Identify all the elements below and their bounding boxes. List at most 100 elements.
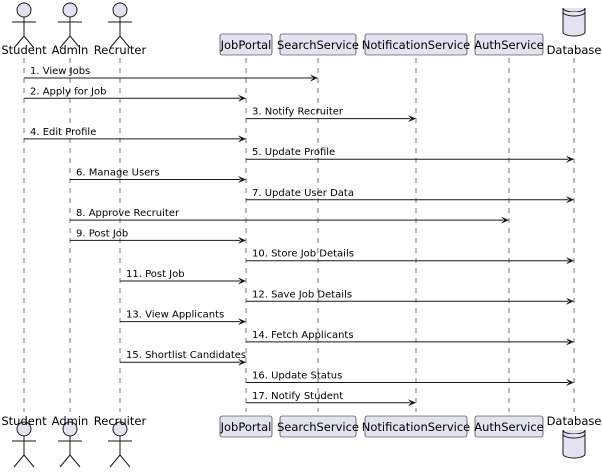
participants: StudentStudentAdminAdminRecruiterRecruit…: [1, 2, 602, 468]
message-2: 2. Apply for Job: [24, 86, 246, 102]
actor-student-top: Student: [1, 2, 47, 57]
database-cylinder-icon: [562, 7, 586, 37]
participant-jobportal-label: JobPortal: [220, 38, 272, 52]
participant-searchservice-bottom: SearchService: [277, 415, 359, 438]
database-database-bottom: Database: [547, 414, 602, 459]
actor-figure-icon: [58, 421, 82, 468]
participant-box: [219, 33, 273, 56]
actor-admin-label: Admin: [52, 43, 89, 57]
database-database-label: Database: [547, 43, 602, 57]
participant-jobportal-label: JobPortal: [220, 420, 272, 434]
participant-notificationservice-label: NotificationService: [362, 420, 471, 434]
actor-student-label: Student: [1, 414, 47, 428]
message-7: 7. Update User Data: [246, 188, 574, 204]
message-8: 8. Approve Recruiter: [70, 208, 509, 224]
database-database-label: Database: [547, 414, 602, 428]
participant-box: [364, 415, 468, 438]
message-label: 16. Update Status: [252, 371, 342, 382]
message-9: 9. Post Job: [70, 228, 246, 244]
actor-recruiter-bottom: Recruiter: [94, 414, 147, 468]
message-label: 15. Shortlist Candidates: [126, 350, 246, 361]
participant-authservice-top: AuthService: [474, 33, 544, 56]
arrowhead-icon: [238, 135, 246, 143]
participant-box: [279, 33, 357, 56]
message-label: 17. Notify Student: [252, 391, 343, 402]
participant-authservice-bottom: AuthService: [474, 415, 544, 438]
actor-student-bottom: Student: [1, 414, 47, 468]
message-3: 3. Notify Recruiter: [246, 107, 416, 123]
arrowhead-icon: [566, 155, 574, 163]
participant-box: [219, 415, 273, 438]
arrowhead-icon: [408, 115, 416, 123]
participant-authservice-label: AuthService: [474, 420, 543, 434]
arrowhead-icon: [566, 297, 574, 305]
participant-searchservice-label: SearchService: [277, 38, 359, 52]
message-label: 1. View Jobs: [30, 66, 90, 77]
message-12: 12. Save Job Details: [246, 289, 574, 305]
actor-figure-icon: [12, 421, 36, 468]
message-label: 5. Update Profile: [252, 147, 335, 158]
message-label: 8. Approve Recruiter: [76, 208, 180, 219]
message-4: 4. Edit Profile: [24, 127, 246, 143]
arrowhead-icon: [238, 236, 246, 244]
message-label: 12. Save Job Details: [252, 289, 352, 300]
participant-notificationservice-top: NotificationService: [362, 33, 471, 56]
participant-notificationservice-label: NotificationService: [362, 38, 471, 52]
participant-box: [474, 33, 544, 56]
arrowhead-icon: [566, 196, 574, 204]
message-label: 4. Edit Profile: [30, 127, 96, 138]
arrowhead-icon: [501, 216, 509, 224]
message-11: 11. Post Job: [120, 269, 246, 285]
participant-notificationservice-bottom: NotificationService: [362, 415, 471, 438]
arrowhead-icon: [566, 379, 574, 386]
message-5: 5. Update Profile: [246, 147, 574, 163]
arrowhead-icon: [310, 74, 318, 82]
participant-box: [364, 33, 468, 56]
participant-jobportal-bottom: JobPortal: [219, 415, 273, 438]
actor-recruiter-label: Recruiter: [94, 414, 147, 428]
message-label: 7. Update User Data: [252, 188, 354, 199]
participant-searchservice-label: SearchService: [277, 420, 359, 434]
actor-recruiter-label: Recruiter: [94, 43, 147, 57]
actor-figure-icon: [108, 421, 132, 468]
message-1: 1. View Jobs: [24, 66, 318, 82]
participant-authservice-label: AuthService: [474, 38, 543, 52]
database-cylinder-icon: [562, 429, 586, 459]
message-label: 2. Apply for Job: [30, 86, 106, 97]
arrowhead-icon: [238, 358, 246, 366]
lifelines: [23, 58, 575, 412]
actor-figure-icon: [12, 2, 36, 49]
message-label: 3. Notify Recruiter: [252, 107, 344, 118]
message-label: 13. View Applicants: [126, 310, 224, 321]
participant-box: [279, 415, 357, 438]
message-16: 16. Update Status: [246, 371, 574, 386]
message-10: 10. Store Job Details: [246, 249, 574, 265]
arrowhead-icon: [566, 257, 574, 265]
actor-admin-label: Admin: [52, 414, 89, 428]
arrowhead-icon: [238, 277, 246, 285]
messages: 1. View Jobs 2. Apply for Job 3. Notify Re…: [24, 66, 574, 407]
message-label: 9. Post Job: [76, 228, 128, 239]
participant-searchservice-top: SearchService: [277, 33, 359, 56]
message-label: 11. Post Job: [126, 269, 185, 280]
database-database-top: Database: [547, 7, 602, 57]
actor-admin-bottom: Admin: [52, 414, 89, 468]
actor-figure-icon: [58, 2, 82, 49]
arrowhead-icon: [238, 94, 246, 102]
arrowhead-icon: [238, 176, 246, 183]
arrowhead-icon: [408, 399, 416, 407]
message-13: 13. View Applicants: [120, 310, 246, 326]
message-label: 14. Fetch Applicants: [252, 330, 354, 341]
arrowhead-icon: [238, 318, 246, 326]
actor-recruiter-top: Recruiter: [94, 2, 147, 57]
message-label: 6. Manage Users: [76, 168, 160, 179]
message-17: 17. Notify Student: [246, 391, 416, 407]
message-14: 14. Fetch Applicants: [246, 330, 574, 346]
message-15: 15. Shortlist Candidates: [120, 350, 246, 366]
message-label: 10. Store Job Details: [252, 249, 354, 260]
arrowhead-icon: [566, 338, 574, 346]
actor-student-label: Student: [1, 43, 47, 57]
message-6: 6. Manage Users: [70, 168, 246, 183]
